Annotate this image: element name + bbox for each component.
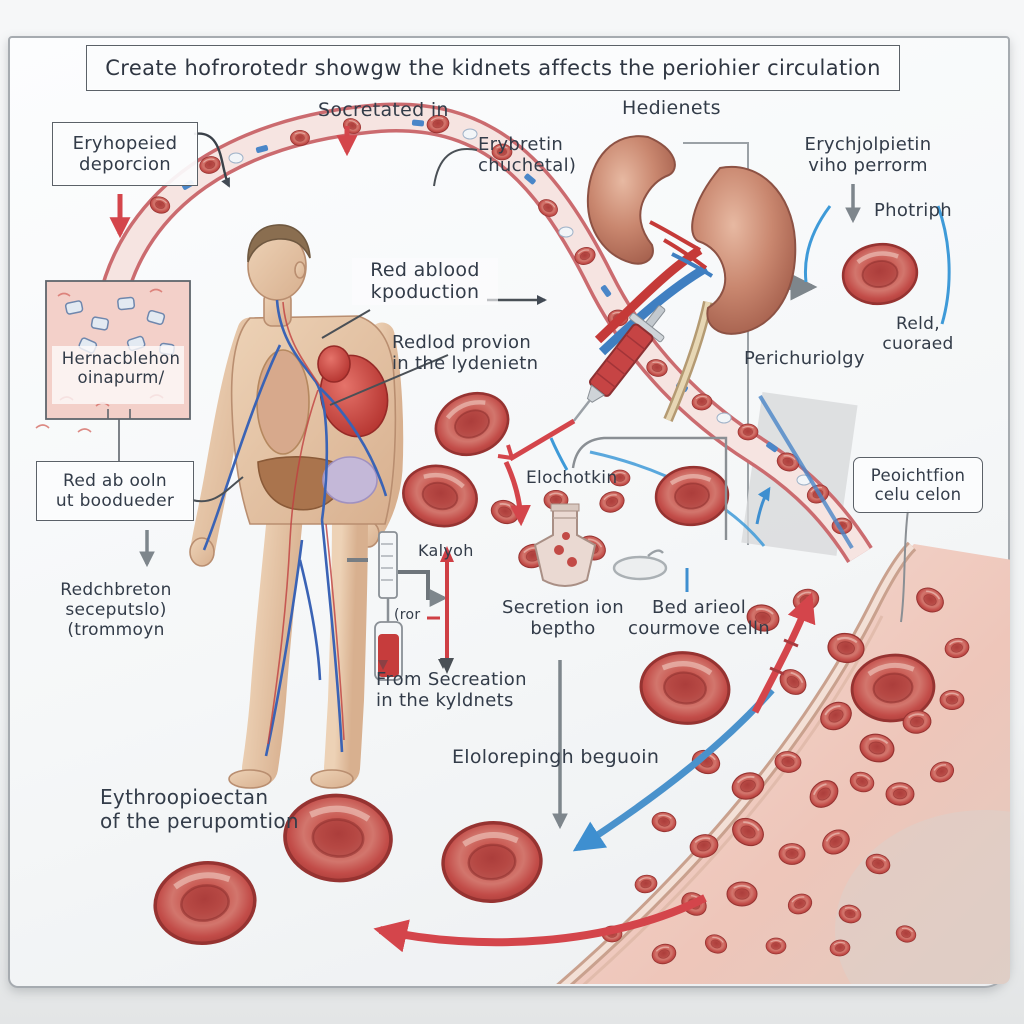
peripheral-tissue bbox=[531, 541, 1010, 984]
heart-lobe bbox=[317, 345, 351, 383]
flask-bracket bbox=[571, 436, 728, 581]
label-hernacblehon: Hernacblehon oinapurm/ bbox=[61, 349, 181, 388]
title-banner: Create hofrorotedr showgw the kidnets af… bbox=[86, 45, 900, 91]
lung bbox=[256, 349, 310, 455]
syringe-crossing-vessel bbox=[572, 305, 666, 422]
label-redchbreton: Redchbreton seceputslo) (trommoyn bbox=[60, 580, 172, 641]
human-figure bbox=[189, 224, 404, 789]
label-peoichtfion-box: Peoichtfion celu celon bbox=[853, 457, 983, 513]
label-photriph: Photriph bbox=[874, 200, 952, 221]
label-elolorepingh: Elolorepingh beguoin bbox=[452, 746, 660, 768]
label-elochotkin: Elochotkin bbox=[526, 468, 618, 488]
label-ror: (ror bbox=[394, 607, 421, 623]
epo-flask bbox=[533, 503, 597, 587]
kidneys-illustration bbox=[586, 135, 797, 422]
label-erybretin: Erybretin chuchetal) bbox=[478, 134, 577, 177]
veins bbox=[202, 299, 388, 757]
ureter bbox=[665, 301, 711, 421]
connector-lines bbox=[109, 126, 861, 830]
renal-vein bbox=[598, 264, 709, 356]
label-hedienets: Hedienets bbox=[622, 97, 721, 119]
label-perichuriolgy: Perichuriolgy bbox=[744, 348, 865, 369]
tissue-sample-box-art bbox=[35, 280, 191, 461]
label-red-ab-ooln-box: Red ab ooln ut boodueder bbox=[36, 461, 194, 521]
arteries bbox=[267, 301, 345, 745]
label-socretated-in: Socretated in bbox=[318, 99, 449, 121]
label-erychjolpietin: Erychjolpietin viho perrorm bbox=[804, 134, 932, 177]
kidney-frame-lines bbox=[683, 142, 909, 623]
label-eythroopioectan: Eythroopioectan of the perupomtion bbox=[100, 785, 299, 833]
hair bbox=[247, 224, 311, 263]
syringe-red-arrow bbox=[497, 418, 576, 527]
elbow-arrow bbox=[398, 570, 448, 607]
label-red-ablood-kpoduction: Red ablood kpoduction bbox=[352, 258, 498, 305]
red-curved-arrow bbox=[373, 894, 707, 953]
label-bed-arieol: Bed arieol courmove celln bbox=[628, 597, 770, 640]
label-secretion-ion-beptho: Secretion ion beptho bbox=[502, 597, 624, 640]
label-kalyoh: Kalyoh bbox=[418, 541, 474, 560]
label-reld-cuoraed: Reld, cuoraed bbox=[882, 314, 954, 355]
stomach bbox=[322, 456, 378, 504]
red-blood-cell bbox=[839, 240, 921, 309]
label-redlod-provion: Redlod provion in the lydenietn bbox=[392, 332, 539, 375]
kalyoh-double-arrow bbox=[427, 546, 454, 674]
label-eryhopeied-deporcion: Eryhopeied deporcion bbox=[52, 122, 198, 186]
flow-arrows bbox=[373, 592, 816, 953]
label-from-secreation: From Secreation in the kyldnets bbox=[376, 669, 527, 712]
red-up-arrow bbox=[751, 592, 816, 714]
